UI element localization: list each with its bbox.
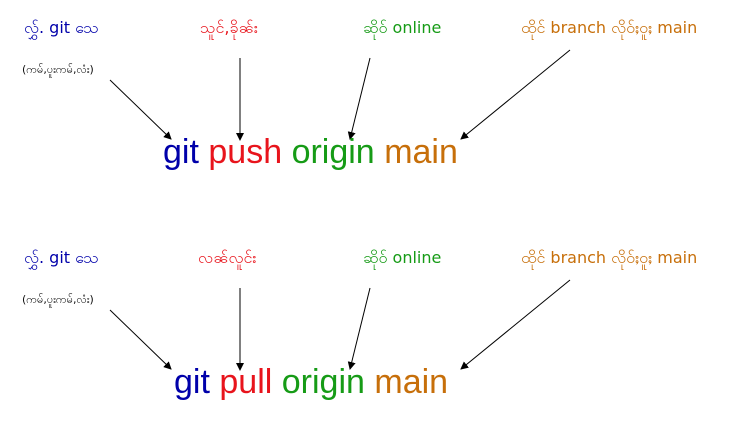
branch-label: ထိုင် branch လိုဝ်ႈဝူႈ main [521, 18, 698, 37]
arrows [109, 279, 571, 371]
git-push-diagram: လွှ်. git သေ (ကမ်,ပူးကမ်,လံး) သူင်,ခိုၼ်… [0, 0, 731, 209]
cmd-git: git [163, 133, 199, 171]
arrow-git [109, 309, 172, 370]
command-line: git pull origin main [174, 362, 448, 402]
git-sub-label: (ကမ်,ပူးကမ်,လံး) [22, 293, 94, 306]
action-label: သူင်,ခိုၼ်း [200, 18, 258, 37]
git-pull-diagram: လွှ်. git သေ (ကမ်,ပူးကမ်,လံး) လၼ်လူင်း ဆ… [0, 230, 731, 439]
arrow-branch [460, 49, 571, 140]
command-line: git push origin main [163, 132, 458, 172]
remote-label: ဆိုဝ် online [363, 248, 442, 267]
cmd-branch: main [384, 133, 458, 171]
cmd-action: pull [219, 363, 273, 401]
cmd-remote: origin [291, 133, 375, 171]
cmd-branch: main [374, 363, 449, 401]
cmd-remote: origin [281, 363, 365, 401]
arrows [109, 49, 571, 141]
remote-label: ဆိုဝ် online [363, 18, 442, 37]
arrow-branch [460, 279, 571, 370]
cmd-git: git [174, 363, 210, 401]
git-sub-label: (ကမ်,ပူးကမ်,လံး) [22, 63, 94, 76]
arrow-remote [347, 57, 371, 140]
action-label: လၼ်လူင်း [198, 248, 257, 267]
git-label: လွှ်. git သေ [24, 18, 99, 37]
arrow-remote [347, 287, 371, 370]
git-label: လွှ်. git သေ [24, 248, 99, 267]
cmd-action: push [208, 133, 283, 171]
arrow-git [109, 79, 172, 140]
branch-label: ထိုင် branch လိုဝ်ႈဝူႈ main [521, 248, 698, 267]
